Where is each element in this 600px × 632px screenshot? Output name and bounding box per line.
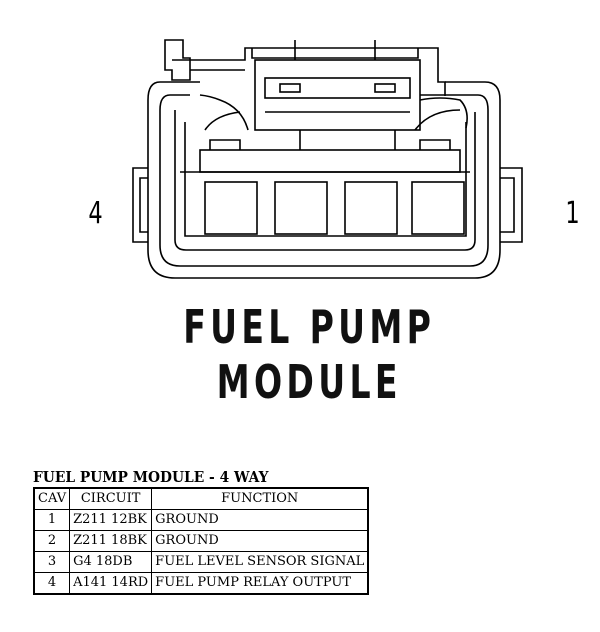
connector-outer-shell bbox=[147, 81, 501, 279]
side-tab-left bbox=[132, 167, 148, 243]
connector-inner-seal bbox=[174, 110, 476, 251]
cell-function: GROUND bbox=[151, 530, 369, 552]
table-header-row: CAV CIRCUIT FUNCTION bbox=[33, 487, 369, 510]
cavity-2 bbox=[344, 181, 398, 235]
pinout-table: CAV CIRCUIT FUNCTION 1 Z211 12BK GROUND … bbox=[33, 487, 370, 595]
cell-cav: 1 bbox=[33, 509, 71, 531]
cell-function: GROUND bbox=[151, 509, 369, 531]
module-title-line2: MODULE bbox=[216, 355, 402, 409]
header-circuit: CIRCUIT bbox=[69, 487, 153, 510]
connector-top-housing bbox=[172, 47, 446, 96]
header-cav: CAV bbox=[33, 487, 71, 510]
cell-circuit: Z211 12BK bbox=[69, 509, 153, 531]
cavity-1 bbox=[411, 181, 465, 235]
table-row: 1 Z211 12BK GROUND bbox=[33, 509, 369, 531]
cell-circuit: Z211 18BK bbox=[69, 530, 153, 552]
terminal-block-lower bbox=[199, 149, 461, 173]
cell-cav: 2 bbox=[33, 530, 71, 552]
side-tab-right bbox=[500, 167, 523, 243]
header-function: FUNCTION bbox=[151, 487, 369, 510]
terminal-block-upper bbox=[254, 59, 421, 131]
table-row: 2 Z211 18BK GROUND bbox=[33, 530, 369, 552]
cell-circuit: G4 18DB bbox=[69, 551, 153, 573]
pin-number-left: 4 bbox=[88, 196, 103, 231]
cell-circuit: A141 14RD bbox=[69, 572, 153, 595]
table-row: 4 A141 14RD FUEL PUMP RELAY OUTPUT bbox=[33, 572, 369, 595]
cell-function: FUEL LEVEL SENSOR SIGNAL bbox=[151, 551, 369, 573]
cell-cav: 3 bbox=[33, 551, 71, 573]
table-row: 3 G4 18DB FUEL LEVEL SENSOR SIGNAL bbox=[33, 551, 369, 573]
pin-number-right: 1 bbox=[565, 196, 580, 231]
table-title: FUEL PUMP MODULE - 4 WAY bbox=[33, 468, 269, 486]
connector-latch-tab bbox=[164, 39, 191, 81]
cell-function: FUEL PUMP RELAY OUTPUT bbox=[151, 572, 369, 595]
connector-diagram bbox=[132, 39, 523, 279]
cavity-3 bbox=[274, 181, 328, 235]
cavity-4 bbox=[204, 181, 258, 235]
module-title-line1: FUEL PUMP bbox=[183, 300, 436, 354]
cell-cav: 4 bbox=[33, 572, 71, 595]
